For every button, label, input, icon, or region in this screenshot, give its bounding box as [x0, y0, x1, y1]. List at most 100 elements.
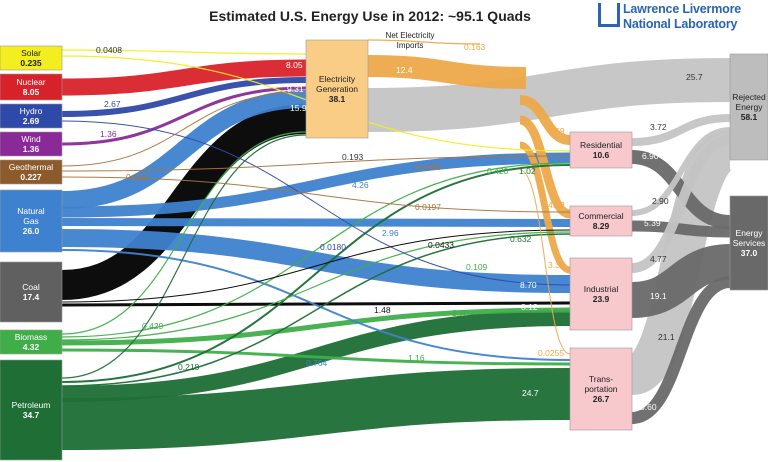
flow-label-bio-elec: 0.429 [142, 321, 164, 331]
node-natural-gas [0, 189, 63, 253]
node-value-natural-gas: 26.0 [23, 226, 40, 236]
node-value-petroleum: 34.7 [23, 410, 40, 420]
node-name-services: Services [733, 238, 766, 248]
node-value-coal: 17.4 [23, 292, 40, 302]
flow-label-elec-trans: 0.0255 [538, 348, 564, 358]
flow-label-elec-gen: 12.4 [396, 65, 413, 75]
flow-elec-trans [519, 169, 571, 355]
flow-label-pet-com: 0.632 [510, 234, 532, 244]
flow-coal-com [61, 229, 571, 303]
flow-gas-res [61, 152, 571, 218]
node-value-industrial: 23.9 [593, 294, 610, 304]
flow-label-com-serv: 5.39 [644, 218, 661, 228]
node-rejected [729, 53, 768, 161]
flow-label-pet-ind: 8.12 [521, 302, 538, 312]
node-value-rejected: 58.1 [741, 112, 758, 122]
flow-gas-com [61, 218, 571, 227]
flow-pet-res [61, 164, 571, 383]
node-residential [569, 131, 633, 169]
flow-nuclear-elec [61, 59, 307, 96]
node-name-geothermal: Geothermal [9, 162, 54, 172]
flow-label-hydro-elec: 2.67 [104, 99, 121, 109]
node-name-residential: Residential [580, 140, 622, 150]
node-name-industrial: Industrial [584, 284, 619, 294]
flow-gas-elec [61, 90, 307, 209]
node-name-rejected: Rejected [732, 92, 766, 102]
node-value-transportation: 26.7 [593, 394, 610, 404]
flow-com-serv [631, 220, 731, 238]
flow-label-gas-com: 2.96 [382, 228, 399, 238]
node-name-transportation: Trans- [589, 374, 613, 384]
node-value-commercial: 8.29 [593, 221, 610, 231]
node-services [729, 195, 768, 291]
node-geothermal [0, 159, 63, 185]
logo-line-1: Lawrence Livermore [623, 2, 741, 16]
flow-label-com-rej: 2.90 [652, 196, 669, 206]
flow-imports [367, 39, 481, 45]
node-name-transportation: portation [584, 384, 617, 394]
flow-pet-elec [61, 134, 307, 379]
flow-label-wind-elec: 1.36 [100, 129, 117, 139]
flow-elec-gen [367, 55, 527, 89]
node-name-petroleum: Petroleum [12, 400, 51, 410]
flow-label-bio-ind: 2.20 [452, 308, 469, 318]
net-imports-label: Net Electricity [386, 31, 435, 40]
flow-res-rej [631, 114, 731, 146]
net-imports-label: Imports [397, 41, 424, 50]
flow-elec-com [518, 115, 572, 219]
node-value-hydro: 2.69 [23, 116, 40, 126]
flow-label-nuclear-elec: 8.05 [286, 60, 303, 70]
flow-wind-elec [61, 86, 307, 146]
flow-label-pet-res: 1.02 [519, 166, 536, 176]
node-industrial [569, 257, 633, 331]
node-name-services: Energy [736, 228, 764, 238]
flow-label-gas-elec: 9.31 [287, 84, 304, 94]
node-value-residential: 10.6 [593, 150, 610, 160]
flow-label-coal-com: 0.0433 [428, 240, 454, 250]
node-commercial [569, 205, 633, 237]
flow-bio-ind [61, 307, 571, 346]
node-biomass [0, 329, 63, 355]
flow-label-coal-elec: 15.9 [290, 103, 307, 113]
flow-ind-serv [630, 244, 732, 318]
flow-gas-ind [61, 229, 571, 293]
flow-label-ind-rej: 4.77 [650, 254, 667, 264]
flow-label-trans-serv: 5.60 [640, 402, 657, 412]
flow-label-pet-trans: 24.7 [522, 388, 539, 398]
node-value-solar: 0.235 [20, 58, 42, 68]
flow-bio-elec [61, 131, 307, 335]
logo-line-2: National Laboratory [623, 17, 738, 31]
flow-label-elec-com: 4.52 [548, 200, 565, 210]
node-hydro [0, 103, 63, 129]
flow-elec-res [519, 95, 571, 145]
flow-label-geo-com: 0.0197 [415, 202, 441, 212]
node-value-electricity: 38.1 [329, 94, 346, 104]
flow-hydro-ind [61, 120, 571, 286]
flow-label-gas-res: 4.26 [352, 180, 369, 190]
node-name-solar: Solar [21, 48, 41, 58]
flow-solar-elec [61, 49, 307, 55]
node-value-services: 37.0 [741, 248, 758, 258]
node-name-natural-gas: Natural [17, 206, 45, 216]
page-title: Estimated U.S. Energy Use in 2012: ~95.1… [209, 8, 531, 24]
flow-label-solar-elec: 0.0408 [96, 45, 122, 55]
node-name-electricity: Electricity [319, 74, 356, 84]
flow-label-bio-trans: 1.16 [408, 353, 425, 363]
flow-com-rej [631, 127, 731, 216]
flow-elec-rej [367, 58, 731, 132]
node-wind [0, 131, 63, 157]
llnl-logo: Lawrence Livermore National Laboratory [598, 2, 768, 42]
flow-label-res-rej: 3.72 [650, 122, 667, 132]
flow-label-ind-serv: 19.1 [650, 291, 667, 301]
node-value-wind: 1.36 [23, 144, 40, 154]
node-value-geothermal: 0.227 [20, 172, 42, 182]
flow-geo-res [61, 155, 571, 172]
flow-label-elec-ind: 3.35 [548, 260, 565, 270]
node-name-coal: Coal [22, 282, 40, 292]
flow-label-elec-res: 4.69 [548, 126, 565, 136]
node-electricity [305, 39, 369, 139]
flow-label-gas-trans: 0.764 [306, 358, 328, 368]
node-name-rejected: Energy [736, 102, 764, 112]
node-name-nuclear: Nuclear [16, 77, 45, 87]
